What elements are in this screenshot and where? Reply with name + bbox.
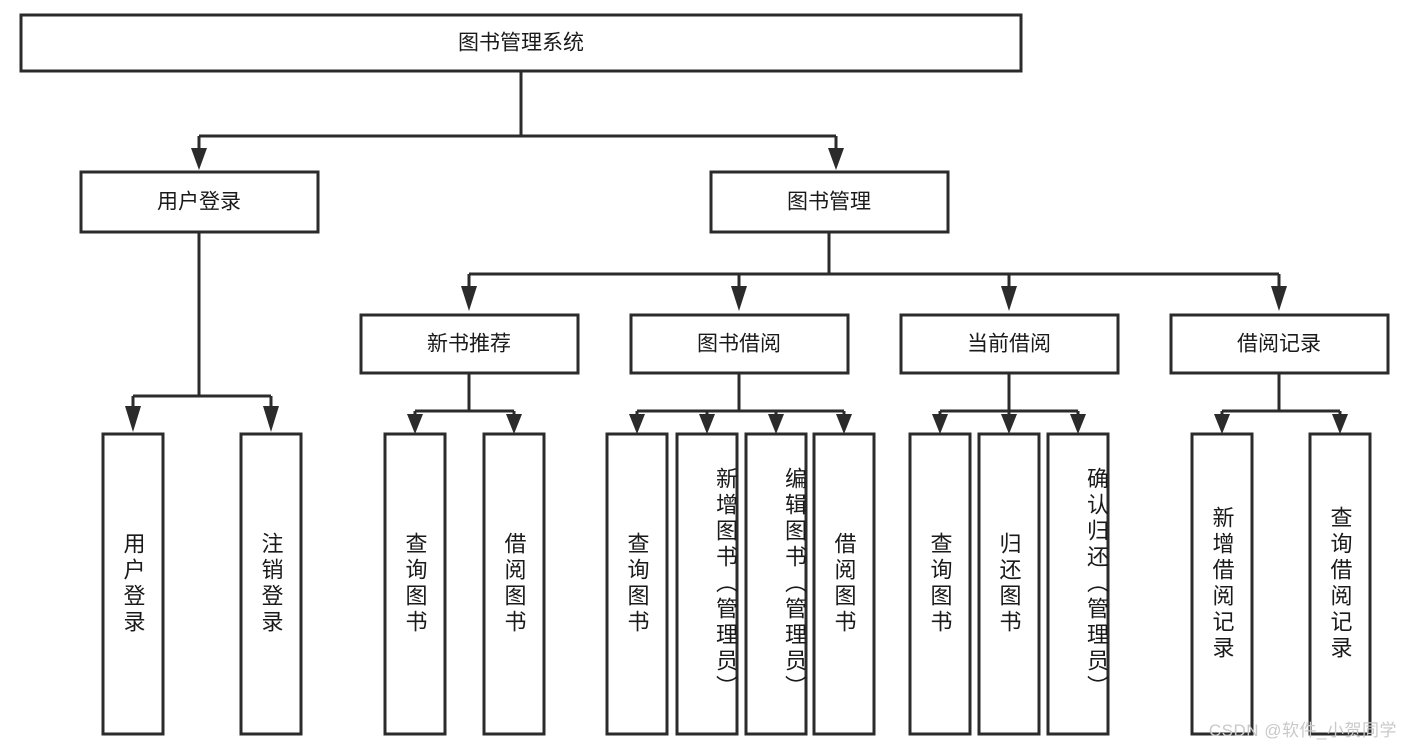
arrow-head-icon <box>836 414 852 434</box>
connector-new-book-recommend-to-leaves <box>407 373 522 434</box>
leaf-box-book-borrow-0[interactable] <box>605 432 669 736</box>
arrow-head-icon <box>731 286 747 311</box>
arrow-head-icon <box>932 414 948 434</box>
node-book-borrow-label: 图书借阅 <box>697 333 781 356</box>
arrow-head-icon <box>699 414 715 434</box>
arrow-head-icon <box>1070 414 1086 434</box>
node-new-book-recommend-box[interactable] <box>359 313 580 375</box>
arrow-head-icon <box>263 406 279 432</box>
leaf-box-current-borrow-2[interactable] <box>1046 432 1110 736</box>
arrow-head-icon <box>407 414 423 434</box>
node-user-login-label: 用户登录 <box>157 191 241 214</box>
connector-root-to-level2 <box>191 71 844 170</box>
node-current-borrow-label: 当前借阅 <box>967 333 1051 356</box>
node-current-borrow[interactable]: 当前借阅 <box>899 313 1120 375</box>
node-book-management[interactable]: 图书管理 <box>709 170 950 234</box>
connector-current-borrow-to-leaves <box>932 373 1086 434</box>
leaf-box-new-book-0[interactable] <box>383 432 447 736</box>
connector-book-management-to-level3 <box>461 232 1287 311</box>
arrow-head-icon <box>1332 414 1348 434</box>
leaf-box-user-login-1[interactable] <box>239 432 303 736</box>
arrow-head-icon <box>1001 286 1017 311</box>
node-user-login[interactable]: 用户登录 <box>79 170 320 234</box>
leaf-box-user-login-0[interactable] <box>101 432 165 736</box>
leaf-box-borrow-record-1[interactable] <box>1308 432 1372 736</box>
leaf-box-borrow-record-0[interactable] <box>1190 432 1254 736</box>
arrow-head-icon <box>1271 286 1287 311</box>
arrow-head-icon <box>191 148 207 170</box>
connector-borrow-record-to-leaves <box>1214 373 1348 434</box>
arrow-head-icon <box>768 414 784 434</box>
arrow-head-icon <box>461 286 477 311</box>
node-borrow-record-label: 借阅记录 <box>1237 333 1321 356</box>
node-user-login-box[interactable] <box>79 170 320 234</box>
connector-book-borrow-to-leaves <box>629 373 852 434</box>
node-root[interactable]: 图书管理系统 <box>19 13 1023 73</box>
leaf-box-new-book-1[interactable] <box>482 432 546 736</box>
leaf-box-book-borrow-3[interactable] <box>812 432 876 736</box>
node-root-box[interactable] <box>19 13 1023 73</box>
leaf-box-current-borrow-0[interactable] <box>908 432 972 736</box>
leaf-box-book-borrow-2[interactable] <box>744 432 808 736</box>
watermark-text: CSDN @软件_小贺同学 <box>1208 721 1397 740</box>
node-new-book-recommend-label: 新书推荐 <box>427 333 511 356</box>
node-new-book-recommend[interactable]: 新书推荐 <box>359 313 580 375</box>
arrow-head-icon <box>629 414 645 434</box>
node-root-label: 图书管理系统 <box>458 32 584 55</box>
arrow-head-icon <box>1214 414 1230 434</box>
node-book-borrow[interactable]: 图书借阅 <box>629 313 850 375</box>
arrow-head-icon <box>828 148 844 170</box>
arrow-head-icon <box>1001 414 1017 434</box>
arrow-head-icon <box>125 406 141 432</box>
node-borrow-record[interactable]: 借阅记录 <box>1169 313 1390 375</box>
leaf-box-book-borrow-1[interactable] <box>675 432 739 736</box>
leaf-box-current-borrow-1[interactable] <box>977 432 1041 736</box>
node-current-borrow-box[interactable] <box>899 313 1120 375</box>
node-book-management-label: 图书管理 <box>787 191 871 214</box>
arrow-head-icon <box>506 414 522 434</box>
connector-user-login-to-leaves <box>125 232 279 432</box>
